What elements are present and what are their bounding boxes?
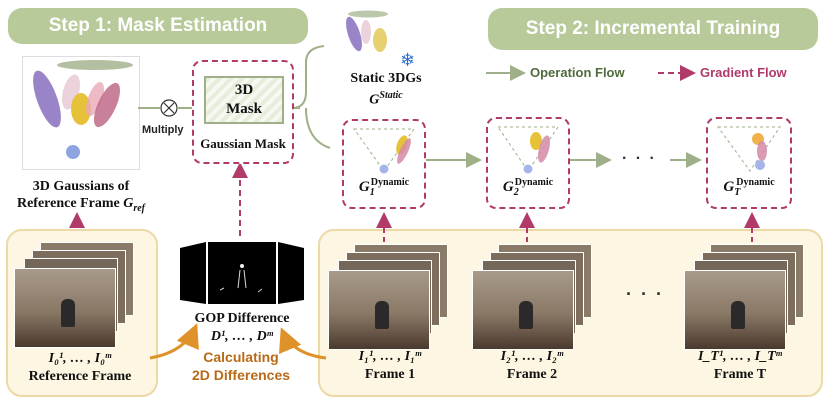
frame-2-stack	[472, 244, 592, 350]
step1-pill: Step 1: Mask Estimation	[8, 8, 308, 44]
frame-t-stack	[684, 244, 804, 350]
gaussian-mask-caption: Gaussian Mask	[200, 136, 286, 151]
frame-1-caption: I₁¹, … , I₁ᵐ Frame 1	[358, 349, 422, 382]
frame-2-caption: I₂¹, … , I₂ᵐ Frame 2	[500, 349, 564, 382]
legend-operation-flow: Operation Flow	[530, 65, 625, 80]
dynamic-dots: · · ·	[622, 150, 657, 167]
multiply-label: Multiply	[142, 124, 184, 136]
step2-title: Step 2: Incremental Training	[525, 18, 781, 39]
step2-pill: Step 2: Incremental Training	[488, 8, 818, 50]
reference-gaussians-illustration	[33, 60, 133, 159]
dynamic-node-2: G2Dynamic	[486, 117, 570, 209]
gop-difference-images	[180, 240, 304, 310]
frame-1-photo	[328, 270, 430, 350]
frame-1-stack	[328, 244, 448, 350]
dynamic-node-1: G1Dynamic	[342, 119, 426, 209]
dynamic-node-1-illustration	[353, 128, 415, 174]
step1-title: Step 1: Mask Estimation	[48, 15, 268, 36]
dynamic-node-t-illustration	[717, 126, 781, 172]
reference-gaussians-box	[22, 56, 140, 170]
gop-difference-caption: GOP Difference D¹, … , Dᵐ	[194, 311, 290, 344]
dynamic-node-1-label: G1Dynamic	[358, 177, 410, 198]
reference-frame-caption: I₀¹, … , I₀ᵐ Reference Frame	[28, 351, 132, 384]
frame-t-caption: I_T¹, … , I_Tᵐ Frame T	[697, 349, 783, 382]
frames-dots: · · ·	[626, 284, 664, 304]
static-gaussians-illustration	[346, 10, 388, 52]
reference-frame-photo	[14, 268, 116, 348]
snowflake-icon: ❄	[400, 50, 416, 70]
static-caption: Static 3DGs GStatic	[350, 71, 422, 108]
static-gaussians	[338, 6, 402, 66]
calculating-differences-label: Calculating 2D Differences	[191, 349, 291, 383]
gop-difference-illustration	[180, 242, 304, 304]
frame-2-photo	[472, 270, 574, 350]
mask-hatch: 3D Mask	[204, 76, 284, 124]
reference-frame-stack	[14, 242, 134, 348]
dynamic-node-2-illustration	[497, 126, 559, 174]
frame-t-photo	[684, 270, 786, 350]
reference-gaussians-caption: 3D Gaussians of Reference Frame Gref	[16, 179, 146, 214]
legend-gradient-flow: Gradient Flow	[700, 65, 787, 80]
dynamic-node-t-label: GTDynamic	[723, 177, 775, 198]
dynamic-node-t: GTDynamic	[706, 117, 792, 209]
gaussian-mask-box: 3D Mask Gaussian Mask	[192, 60, 294, 164]
dynamic-node-2-label: G2Dynamic	[502, 177, 554, 198]
